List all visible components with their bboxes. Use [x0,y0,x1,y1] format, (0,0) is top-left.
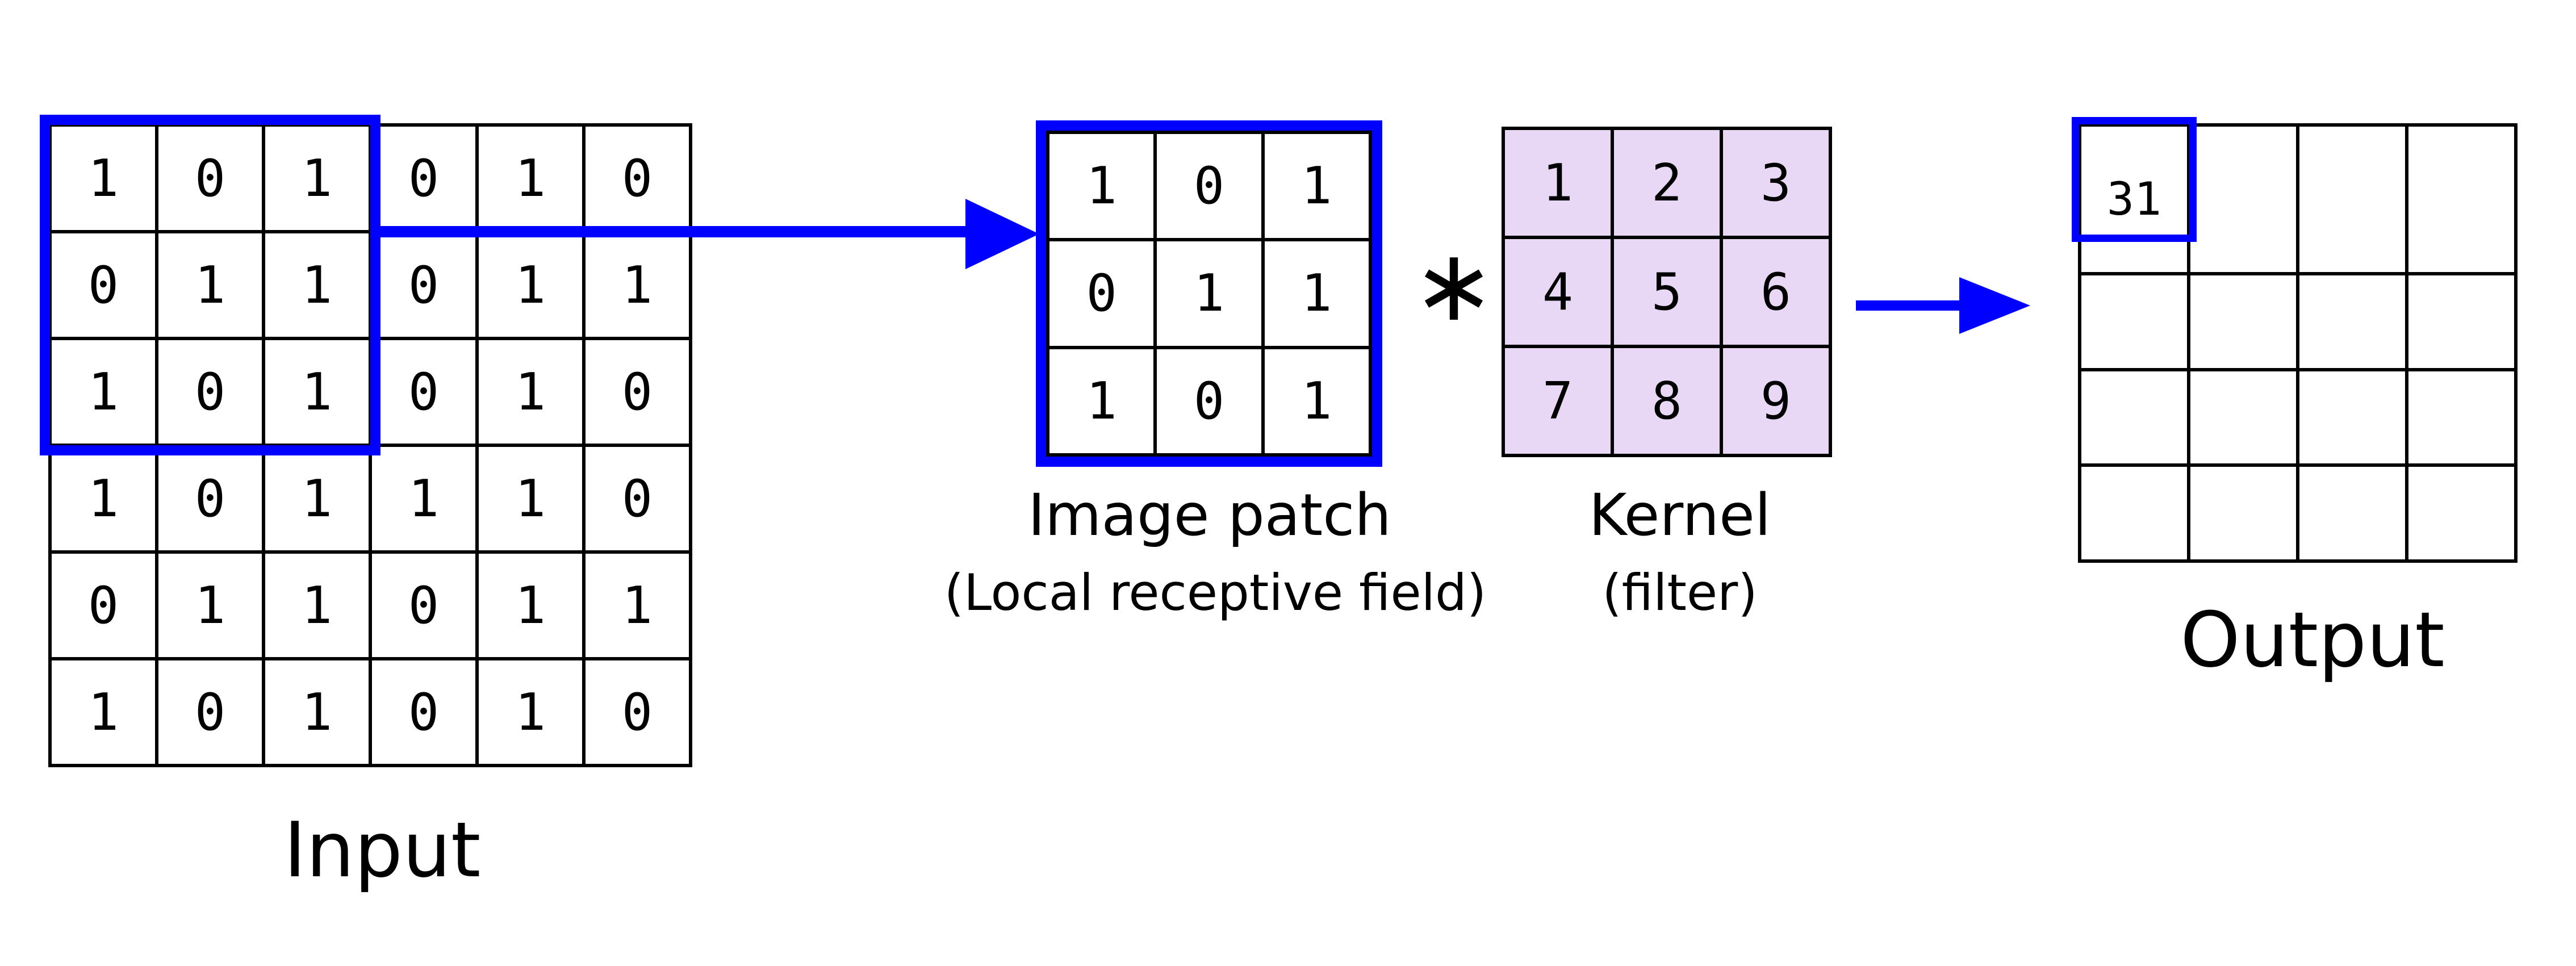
grid-cell: 1 [50,338,157,445]
grid-cell: 0 [370,552,477,659]
grid-cell: 0 [1155,132,1263,240]
grid-cell: 1 [477,445,584,552]
grid-cell: 0 [1155,347,1263,455]
grid-cell: 1 [157,232,264,338]
convolution-operator-icon: ∗ [1412,228,1496,344]
grid-cell [2189,125,2298,274]
grid-cell [2407,369,2516,466]
grid-cell: 1 [1262,240,1370,348]
arrow-input-to-patch-head [965,199,1039,269]
grid-cell [2080,369,2189,466]
grid-cell: 1 [264,552,370,659]
grid-cell: 31 [2080,125,2189,274]
grid-cell: 1 [477,552,584,659]
input-label: Input [283,806,481,894]
grid-cell: 0 [157,125,264,232]
grid-cell: 1 [50,125,157,232]
grid-cell [2298,369,2407,466]
grid-cell: 0 [370,232,477,338]
arrow-input-to-patch-line [375,226,968,237]
grid-cell: 1 [584,232,691,338]
grid-cell: 1 [264,445,370,552]
local-receptive-field-sublabel: (Local receptive field) [944,563,1487,622]
filter-sublabel: (filter) [1602,563,1758,622]
grid-cell: 6 [1721,237,1830,346]
grid-cell: 1 [264,659,370,766]
arrow-kernel-to-output-line [1856,300,1961,311]
grid-cell: 1 [584,552,691,659]
grid-cell: 1 [157,552,264,659]
grid-cell: 0 [157,338,264,445]
grid-cell [2080,273,2189,370]
grid-cell: 1 [264,232,370,338]
grid-cell: 0 [1048,240,1156,348]
grid-cell: 1 [1048,347,1156,455]
grid-cell: 4 [1503,237,1612,346]
grid-cell [2080,465,2189,561]
input-receptive-field-highlight [40,115,380,455]
grid-cell: 1 [264,125,370,232]
grid-cell: 0 [370,338,477,445]
grid-cell: 1 [477,659,584,766]
grid-cell: 0 [584,659,691,766]
grid-cell: 1 [477,338,584,445]
grid-cell [2298,125,2407,274]
grid-cell [2407,273,2516,370]
grid-cell: 2 [1612,128,1721,237]
grid-cell: 0 [370,659,477,766]
output-cell-highlight [2072,117,2197,242]
grid-cell [2298,465,2407,561]
grid-cell: 5 [1612,237,1721,346]
grid-cell [2189,465,2298,561]
grid-cell [2407,465,2516,561]
grid-cell: 1 [477,125,584,232]
grid-cell: 1 [1503,128,1612,237]
kernel-label: Kernel [1588,482,1771,549]
grid-cell: 0 [157,659,264,766]
grid-cell: 9 [1721,346,1830,455]
grid-cell: 1 [1155,240,1263,348]
output-grid: 31 [2078,123,2518,563]
image-patch-label: Image patch [1028,482,1391,549]
grid-cell: 1 [50,659,157,766]
grid-cell: 1 [370,445,477,552]
grid-cell: 0 [50,552,157,659]
grid-cell: 1 [1048,132,1156,240]
grid-cell: 3 [1721,128,1830,237]
grid-cell [2189,273,2298,370]
grid-cell: 1 [50,445,157,552]
grid-cell: 0 [584,445,691,552]
grid-cell: 0 [50,232,157,338]
grid-cell: 0 [370,125,477,232]
grid-cell: 1 [477,232,584,338]
grid-cell [2298,273,2407,370]
grid-cell: 1 [1262,132,1370,240]
grid-cell: 8 [1612,346,1721,455]
grid-cell [2407,125,2516,274]
arrow-kernel-to-output-head [1959,277,2030,334]
grid-cell: 0 [584,125,691,232]
grid-cell: 7 [1503,346,1612,455]
grid-cell: 1 [1262,347,1370,455]
grid-cell: 0 [157,445,264,552]
grid-cell: 0 [584,338,691,445]
grid-cell [2189,369,2298,466]
output-label: Output [2180,596,2445,684]
grid-cell: 1 [264,338,370,445]
